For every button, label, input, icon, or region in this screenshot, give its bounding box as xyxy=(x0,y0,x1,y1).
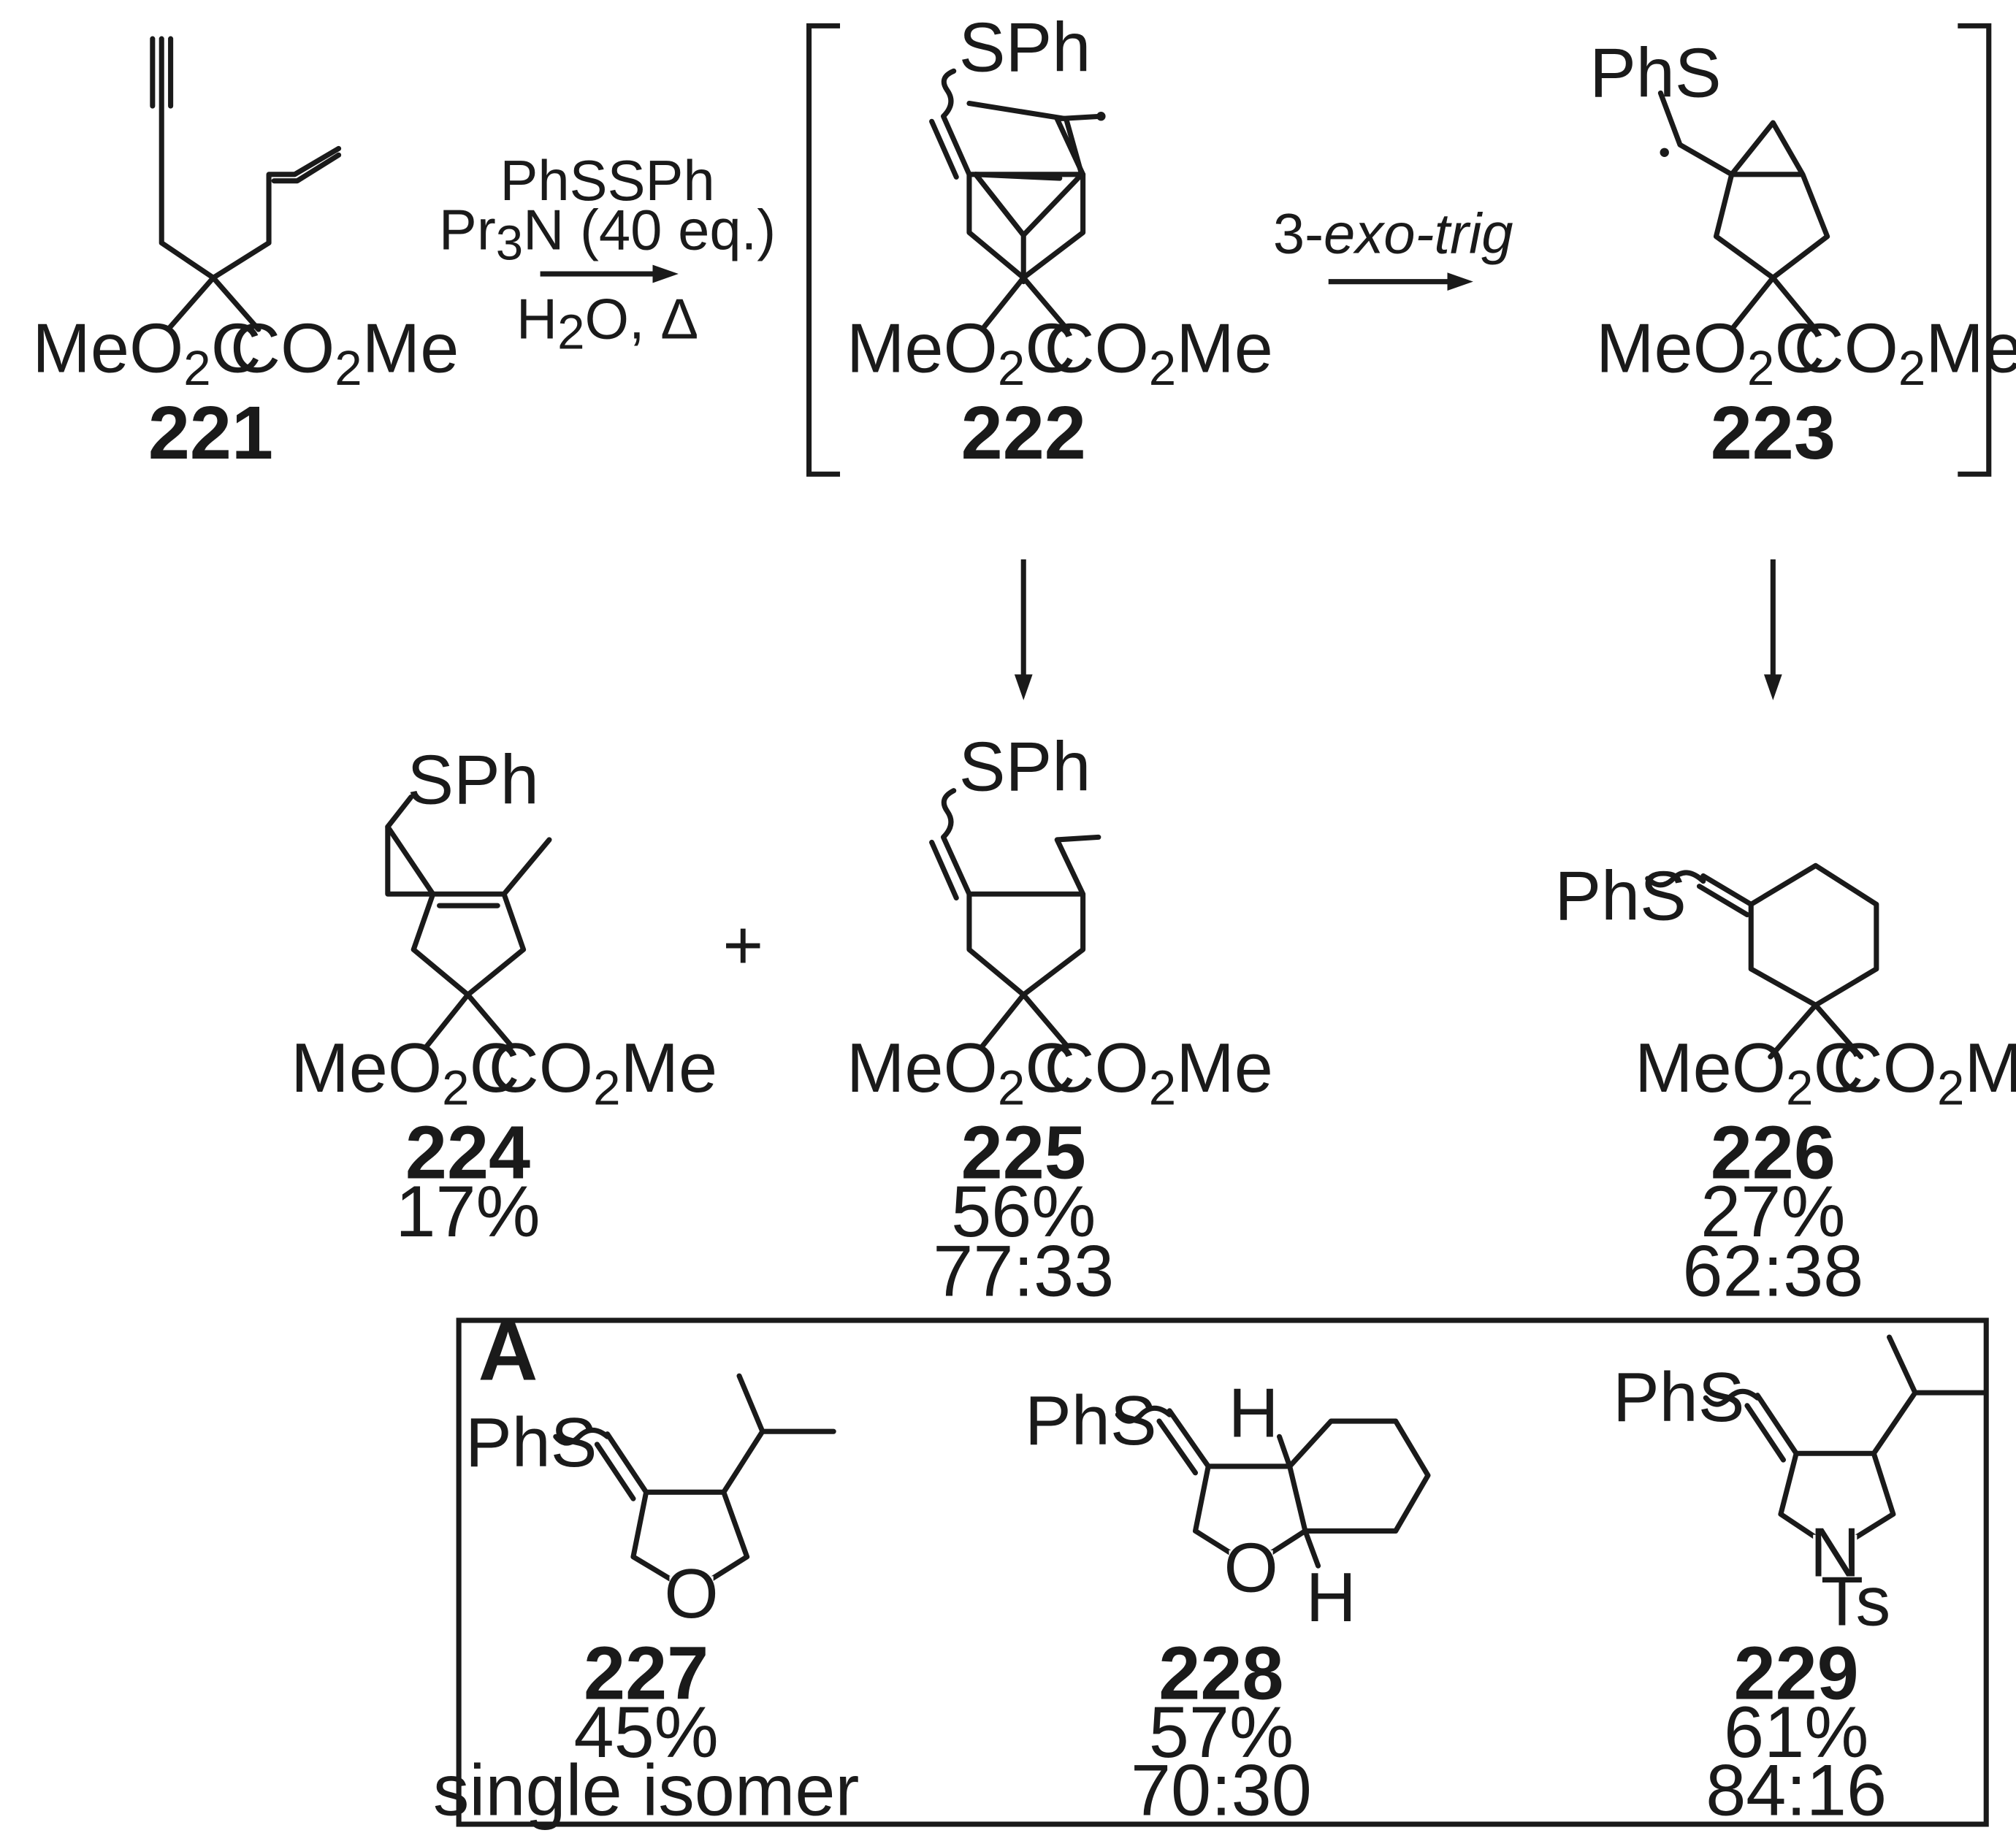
yield: 27% xyxy=(1700,1171,1845,1252)
compound-number: 225 xyxy=(961,1110,1086,1194)
compound-221: MeO2C CO2Me 221 xyxy=(32,36,459,475)
yield: 56% xyxy=(951,1171,1096,1252)
compound-number: 224 xyxy=(405,1110,530,1194)
compound-227: PhS O 227 45% single isomer xyxy=(433,1373,860,1831)
plus-sign: + xyxy=(722,907,763,984)
isomer-ratio: 84:16 xyxy=(1706,1750,1887,1831)
ester-left-223: MeO2C xyxy=(1596,310,1825,397)
ester-right-222: CO2Me xyxy=(1045,310,1273,397)
ester-left-222: MeO2C xyxy=(847,310,1075,397)
isomer-ratio: 62:38 xyxy=(1682,1230,1863,1311)
ester-left-221: MeO2C xyxy=(32,310,261,397)
sph-label: SPh xyxy=(407,741,539,819)
isomer-ratio: 77:33 xyxy=(933,1230,1114,1311)
exo-trig-label: 3-exo-trig xyxy=(1273,203,1513,266)
compound-225: SPh MeO2C CO2Me 225 56% 77:33 xyxy=(847,729,1273,1312)
compound-228: PhS H H O 228 57% 70:30 xyxy=(1025,1374,1431,1831)
ester-right-226: CO2Me xyxy=(1833,1030,2016,1116)
phs-label: PhS xyxy=(1554,858,1687,935)
compound-number: 227 xyxy=(584,1631,709,1715)
reagent-line-2: Pr3N (40 eq.) xyxy=(439,199,776,270)
reagent-line-3: H2O, Δ xyxy=(516,288,698,360)
nitrogen-label: N xyxy=(1810,1514,1860,1591)
down-arrow-222 xyxy=(1014,559,1033,700)
h-label-top: H xyxy=(1229,1374,1279,1452)
compound-number: 226 xyxy=(1711,1110,1836,1194)
h-label-bottom: H xyxy=(1306,1559,1356,1637)
compound-number: 222 xyxy=(961,391,1086,475)
ester-right-221: CO2Me xyxy=(230,310,459,397)
yield: 57% xyxy=(1149,1691,1294,1772)
down-arrow-223 xyxy=(1763,559,1782,700)
ester-left-224: MeO2C xyxy=(291,1030,519,1116)
yield: 61% xyxy=(1724,1691,1868,1772)
compound-number: 229 xyxy=(1734,1631,1859,1715)
bracket-right xyxy=(1958,23,1992,477)
compound-224: SPh MeO2C CO2Me 224 17% xyxy=(291,741,717,1252)
compound-number: 228 xyxy=(1158,1631,1283,1715)
oxygen-label: O xyxy=(664,1555,718,1633)
ts-label: Ts xyxy=(1821,1563,1891,1641)
compound-223: PhS MeO2C CO2Me 223 xyxy=(1589,35,2016,475)
reagents-arrow: PhSSPh Pr3N (40 eq.) H2O, Δ xyxy=(439,150,776,359)
ester-right-225: CO2Me xyxy=(1045,1030,1273,1116)
ester-left-226: MeO2C xyxy=(1635,1030,1863,1116)
bracket-left xyxy=(806,23,841,477)
phs-label: PhS xyxy=(1589,35,1722,112)
compound-number: 221 xyxy=(148,391,273,475)
compound-number: 223 xyxy=(1711,391,1836,475)
isomer-ratio: single isomer xyxy=(433,1750,860,1831)
box-label: A xyxy=(478,1305,538,1397)
isomer-ratio: 70:30 xyxy=(1131,1750,1312,1831)
phs-label: PhS xyxy=(1613,1359,1745,1436)
compound-222: SPh MeO2C CO2Me 222 xyxy=(847,9,1273,475)
yield: 17% xyxy=(395,1171,540,1252)
reagent-line-1: PhSSPh xyxy=(500,150,714,213)
yield: 45% xyxy=(574,1691,719,1772)
sph-label: SPh xyxy=(959,9,1091,86)
sph-label: SPh xyxy=(959,729,1091,806)
ester-left-225: MeO2C xyxy=(847,1030,1075,1116)
ester-right-224: CO2Me xyxy=(489,1030,717,1116)
box-a xyxy=(456,1317,1989,1827)
compound-226: PhS MeO2C CO2Me 226 27% 62:38 xyxy=(1554,858,2016,1312)
exo-trig-arrow: 3-exo-trig xyxy=(1273,203,1513,291)
compound-229: PhS N Ts 229 61% 84:16 xyxy=(1613,1334,1987,1831)
phs-label: PhS xyxy=(1025,1382,1157,1460)
phs-label: PhS xyxy=(465,1404,597,1482)
oxygen-label: O xyxy=(1223,1530,1278,1607)
ester-right-223: CO2Me xyxy=(1794,310,2016,397)
